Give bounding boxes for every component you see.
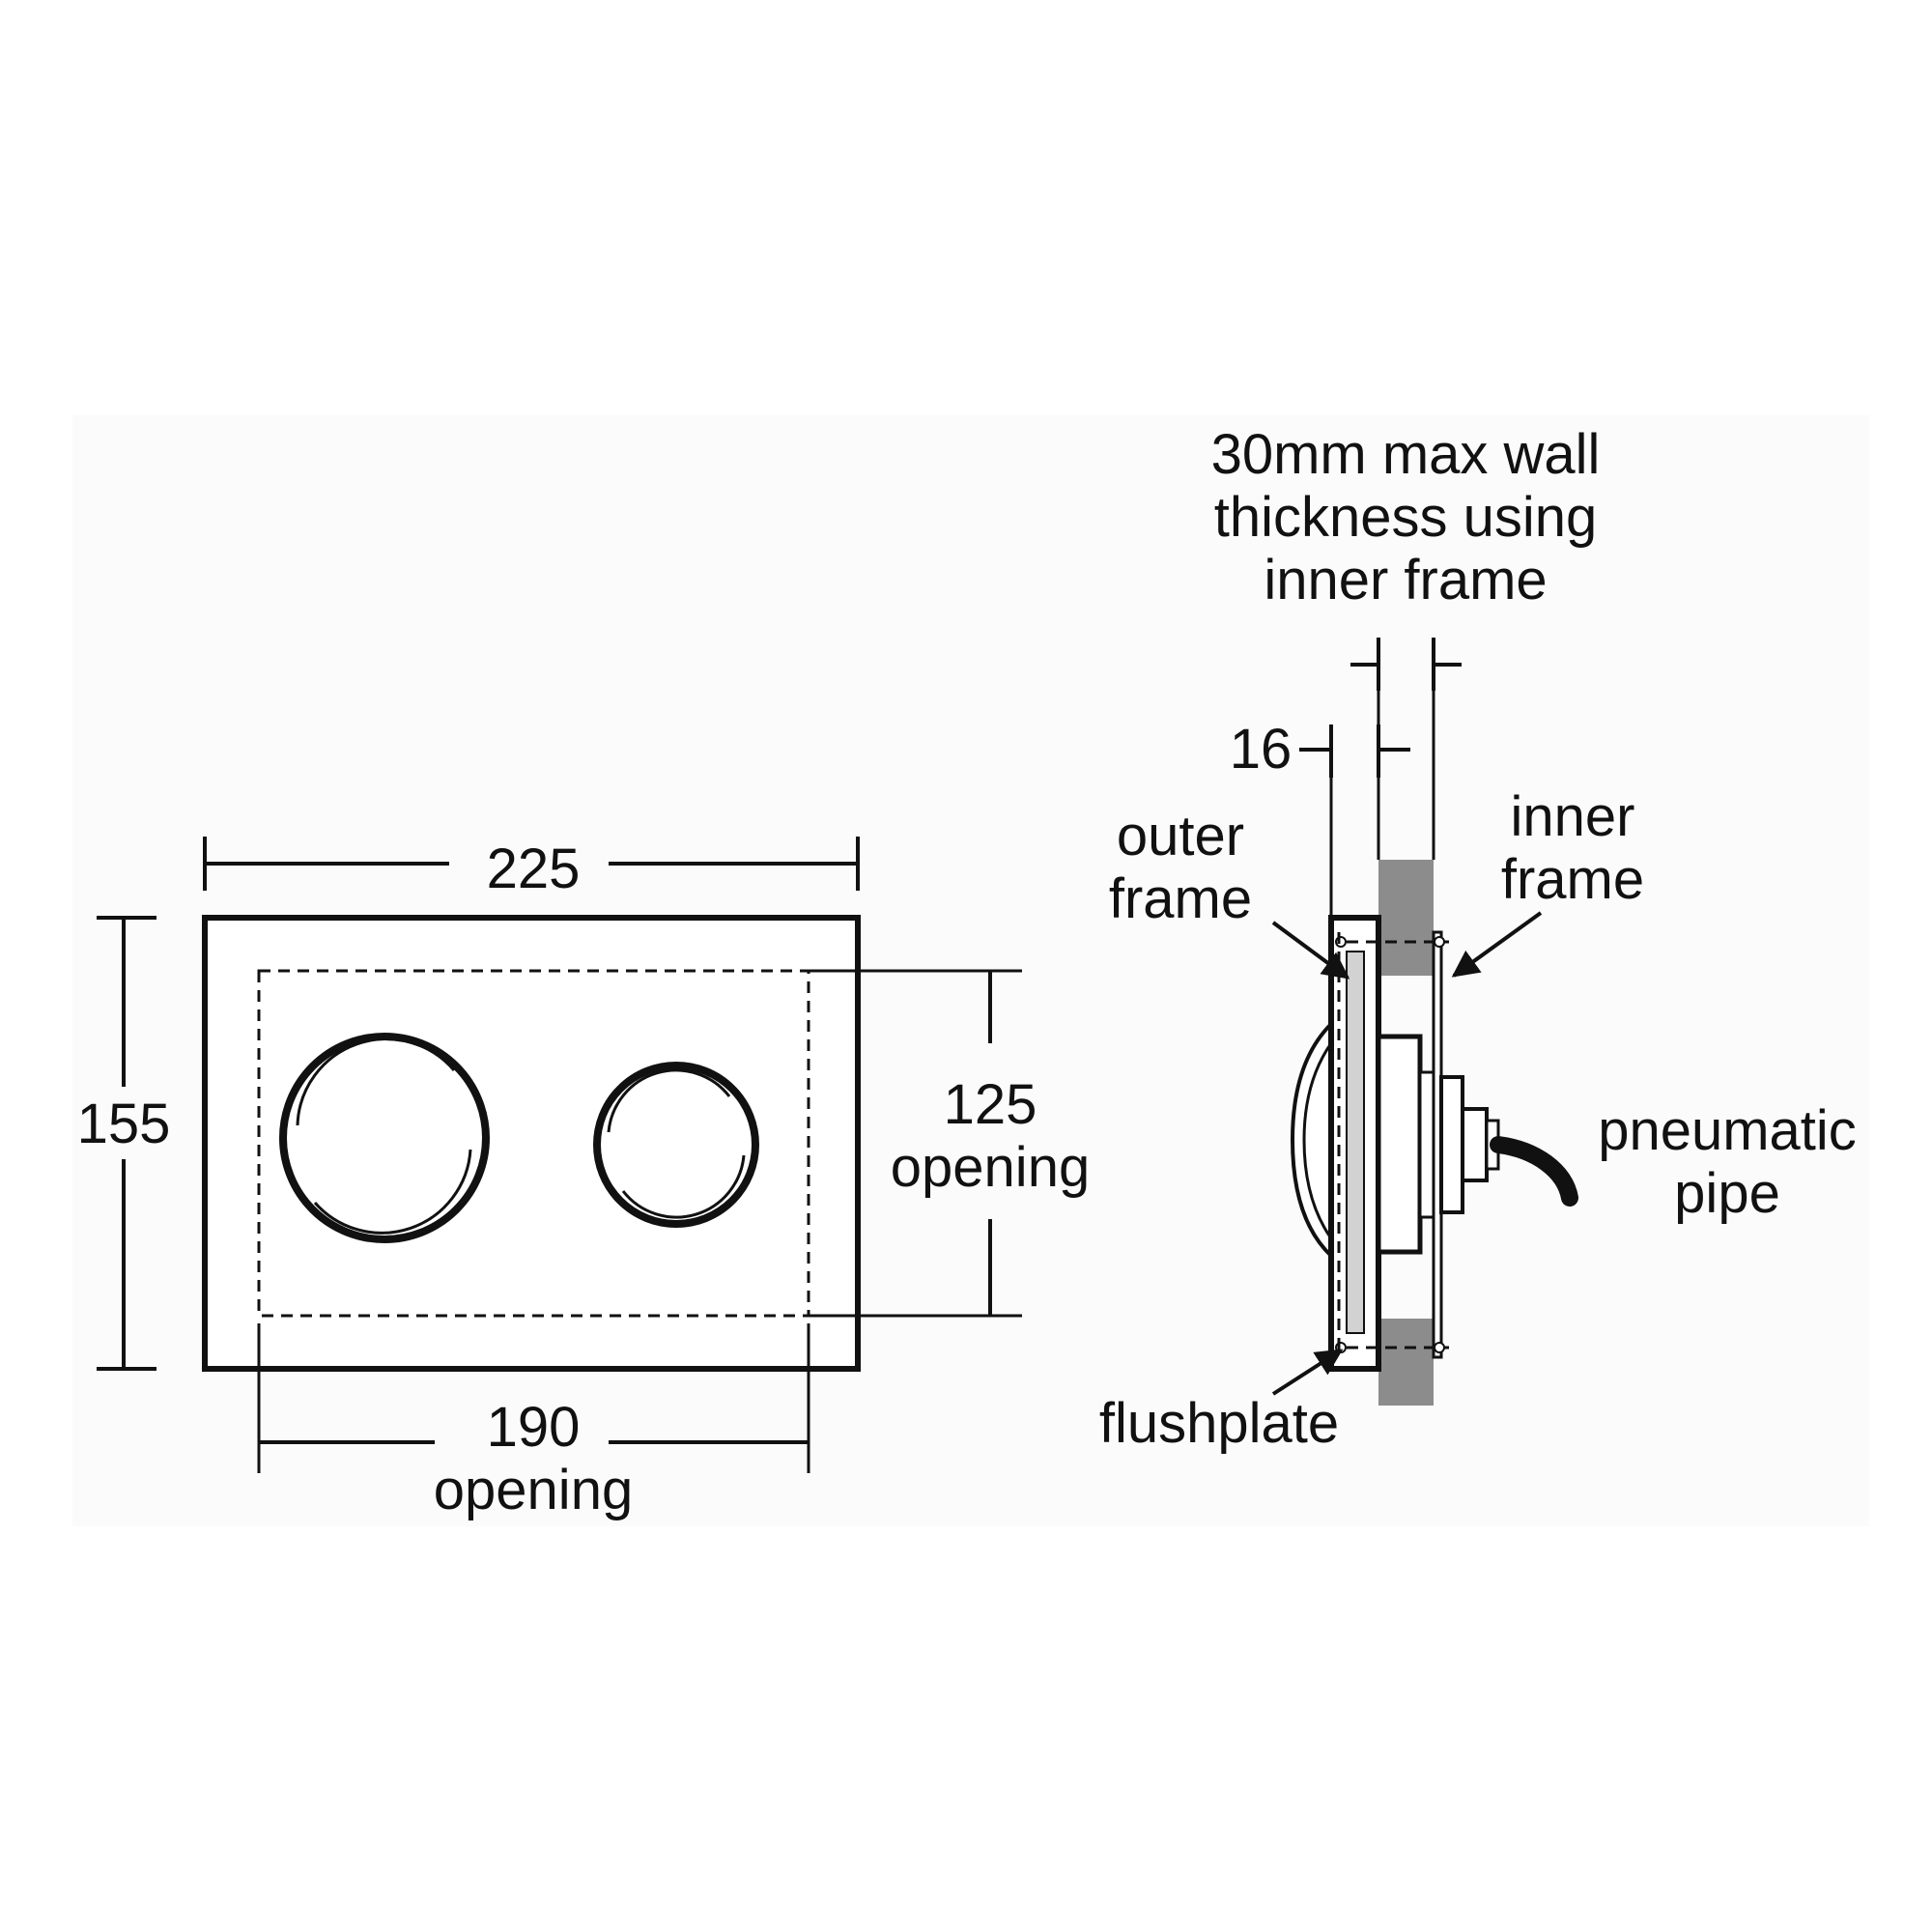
- wall-thickness-note-line-1: 30mm max wall: [1211, 423, 1601, 486]
- pneumatic-pipe-label-line-2: pipe: [1674, 1162, 1780, 1225]
- outer-frame-label-line-2: frame: [1109, 867, 1252, 930]
- inner-frame-label-line-1: inner: [1511, 785, 1635, 848]
- depth-dimension: 16: [1230, 718, 1410, 918]
- pneumatic-pipe-label-line-1: pneumatic: [1598, 1099, 1857, 1162]
- height-dimension: 155: [77, 916, 171, 1371]
- opening-width-dim-label: 190: [487, 1396, 581, 1459]
- width-dim-label: 225: [487, 838, 581, 900]
- wall-thickness-dimension: [1350, 638, 1462, 860]
- outer-frame-leader: [1271, 921, 1350, 980]
- opening-height-dim-label: 125: [944, 1073, 1037, 1136]
- opening-outline: [257, 969, 810, 1318]
- flushplate-insert: [1346, 951, 1365, 1334]
- flush-button-dome: [1290, 1022, 1333, 1258]
- inner-frame-leader: [1451, 911, 1543, 978]
- flushplate-leader: [1271, 1349, 1344, 1396]
- flushplate-label: flushplate: [1099, 1392, 1339, 1455]
- width-dimension: 225: [203, 837, 860, 900]
- mechanism-housing: [1376, 1034, 1423, 1255]
- large-flush-button[interactable]: [279, 1033, 490, 1243]
- wall-section-upper: [1378, 860, 1434, 976]
- front-view: 225 155 125 opening 190 opening: [77, 837, 1090, 1521]
- depth-dim-label: 16: [1230, 718, 1293, 781]
- wall-thickness-note-line-3: inner frame: [1264, 549, 1547, 611]
- side-view: 30mm max wall thickness using inner fram…: [1099, 423, 1857, 1455]
- inner-frame-label-line-2: frame: [1501, 848, 1644, 911]
- wall-section-lower: [1378, 1319, 1434, 1406]
- opening-height-dimension: 125 opening: [809, 969, 1090, 1318]
- opening-width-dimension: 190 opening: [257, 1323, 810, 1521]
- pipe-connector: [1439, 1075, 1464, 1214]
- opening-width-text: opening: [434, 1459, 633, 1521]
- wall-thickness-note-line-2: thickness using: [1214, 486, 1598, 549]
- pneumatic-pipe: [1490, 1136, 1578, 1207]
- outer-frame-label-line-1: outer: [1117, 805, 1244, 867]
- small-flush-button[interactable]: [593, 1062, 759, 1228]
- height-dim-label: 155: [77, 1093, 171, 1155]
- opening-height-text: opening: [891, 1136, 1090, 1199]
